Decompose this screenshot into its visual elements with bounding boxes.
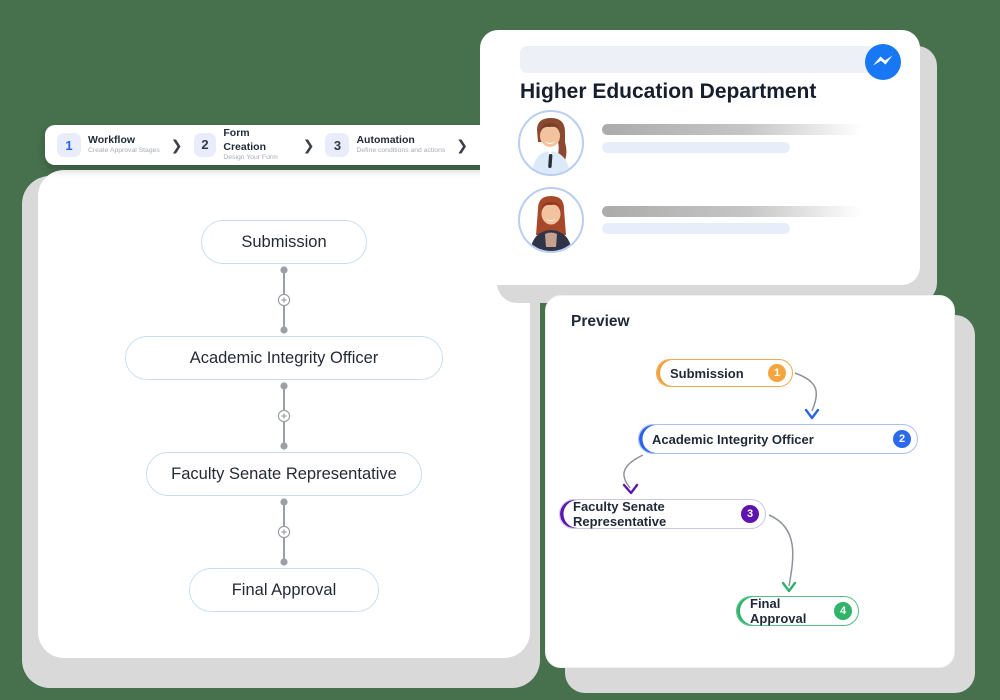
workflow-stage-faculty-senate-representative[interactable]: Faculty Senate Representative	[146, 452, 422, 496]
workflow-builder-card: Submission Academic Integrity Officer	[38, 170, 530, 658]
stepper-item-workflow[interactable]: 1 Workflow Create Approval Stages	[57, 133, 160, 157]
skeleton-bar	[602, 223, 790, 234]
step-title: Automation	[356, 134, 415, 147]
node-label: Submission	[670, 365, 744, 381]
stage-label: Academic Integrity Officer	[189, 348, 379, 367]
stage-label: Submission	[241, 232, 327, 251]
node-number-badge: 3	[741, 505, 759, 523]
chevron-right-icon: ❯	[170, 136, 183, 153]
node-number-badge: 4	[834, 602, 852, 620]
node-label: Academic Integrity Officer	[652, 431, 814, 447]
woman-long-hair-avatar	[518, 187, 584, 253]
add-stage-icon[interactable]	[277, 409, 291, 423]
node-number-badge: 2	[893, 430, 911, 448]
step-subtitle: Design Your Form	[223, 153, 278, 161]
preview-card: Preview Submission 1 Academic Integrity …	[545, 295, 955, 668]
arrowhead-down-icon	[781, 581, 797, 593]
preview-title: Preview	[571, 313, 630, 330]
workflow-stage-submission[interactable]: Submission	[201, 220, 367, 264]
skeleton-bar	[602, 124, 870, 135]
chevron-right-icon: ❯	[302, 136, 315, 153]
stage-connector	[277, 266, 291, 334]
chevron-right-icon: ❯	[456, 136, 468, 153]
node-label: Faculty Senate Representative	[573, 499, 667, 529]
stage-connector	[277, 382, 291, 450]
preview-node-final-approval[interactable]: Final Approval 4	[736, 596, 859, 626]
add-stage-icon[interactable]	[277, 525, 291, 539]
workflow-stage-final-approval[interactable]: Final Approval	[189, 568, 379, 612]
step-subtitle: Define conditions and actions	[356, 147, 446, 155]
workflow-stage-academic-integrity-officer[interactable]: Academic Integrity Officer	[125, 336, 443, 380]
messenger-icon	[865, 44, 901, 80]
stepper-item-form-creation[interactable]: 2 Form Creation Design Your Form	[193, 127, 292, 162]
arrowhead-down-icon	[804, 408, 820, 420]
preview-node-academic-integrity-officer[interactable]: Academic Integrity Officer 2	[638, 424, 918, 454]
wizard-stepper: 1 Workflow Create Approval Stages ❯ 2 Fo…	[45, 125, 491, 165]
stage-label: Faculty Senate Representative	[171, 464, 397, 483]
stepper-item-automation[interactable]: 3 Automation Define conditions and actio…	[325, 133, 445, 157]
step-subtitle: Create Approval Stages	[88, 147, 160, 155]
step-number-badge: 2	[193, 132, 217, 157]
skeleton-bar	[520, 46, 885, 73]
stage-label: Final Approval	[231, 580, 337, 599]
preview-node-faculty-senate-representative[interactable]: Faculty Senate Representative 3	[559, 499, 766, 529]
node-number-badge: 1	[768, 364, 786, 382]
arrowhead-down-icon	[622, 483, 639, 495]
step-number-badge: 3	[325, 133, 350, 157]
woman-ponytail-avatar	[518, 110, 584, 176]
preview-node-submission[interactable]: Submission 1	[656, 359, 793, 387]
skeleton-bar	[602, 206, 870, 217]
skeleton-bar	[602, 142, 790, 153]
department-chat-card: Higher Education Department	[480, 30, 920, 285]
step-number-badge: 1	[57, 133, 81, 157]
stage-connector	[277, 498, 291, 566]
add-stage-icon[interactable]	[277, 293, 291, 307]
node-label: Final Approval	[750, 596, 807, 626]
chat-card-title: Higher Education Department	[520, 80, 817, 103]
step-title: Workflow	[88, 134, 136, 147]
flow-arrows	[622, 372, 820, 593]
step-title: Form Creation	[223, 127, 266, 153]
